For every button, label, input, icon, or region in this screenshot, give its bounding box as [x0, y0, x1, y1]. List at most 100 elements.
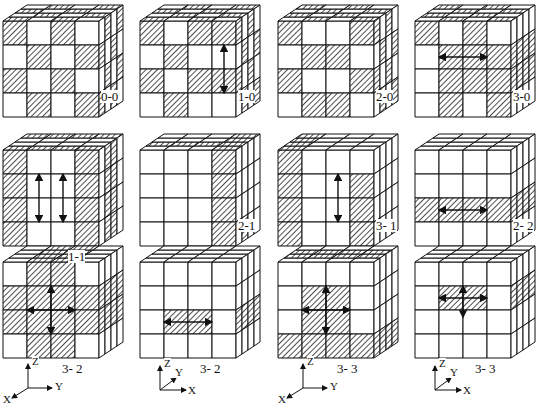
cube-cell	[75, 150, 99, 174]
cube-cell	[75, 262, 99, 286]
axis-label: Z	[164, 358, 171, 369]
cube-cell	[517, 61, 523, 89]
cube-cell	[523, 322, 529, 350]
cube-cell	[254, 53, 260, 81]
cube-cell	[487, 93, 511, 117]
cube-cell	[529, 270, 535, 298]
cube-figure	[278, 5, 398, 117]
cube-cell	[140, 93, 164, 117]
cube-cell	[386, 186, 392, 214]
cube-cell	[212, 222, 236, 246]
cube-cell	[392, 29, 398, 57]
cube-cell	[27, 310, 51, 334]
figure-number: 2-1	[238, 219, 255, 232]
cube-cell	[164, 93, 188, 117]
cube-cell	[188, 69, 212, 93]
cube-cell	[111, 57, 117, 85]
cube-cell	[380, 13, 386, 41]
cube-cell	[511, 194, 517, 222]
cube-cell	[529, 5, 535, 33]
cube-cell	[529, 182, 535, 210]
cube-cell	[27, 93, 51, 117]
cube-cell	[487, 174, 511, 198]
cube-cell	[374, 330, 380, 358]
cube-cell	[350, 198, 374, 222]
cube-cell	[278, 150, 302, 174]
cube-cell	[374, 146, 380, 174]
cube-cell	[3, 93, 27, 117]
cube-cell	[326, 334, 350, 358]
cube-cell	[212, 310, 236, 334]
cube-cell	[248, 186, 254, 214]
axis-label: X	[3, 394, 11, 405]
cube-cell	[326, 310, 350, 334]
axis-label: X	[463, 385, 471, 396]
cube-cell	[386, 274, 392, 302]
cube-cell	[242, 37, 248, 65]
cube-cell	[392, 182, 398, 210]
cube-cell	[117, 53, 123, 81]
cube-cell	[248, 162, 254, 190]
figure-number: 3- 2	[62, 362, 83, 375]
cube-cell	[463, 334, 487, 358]
cube-cell	[236, 65, 242, 93]
cube-cell	[242, 13, 248, 41]
cube-cell	[380, 61, 386, 89]
cube-cell	[99, 330, 105, 358]
cube-cell	[302, 286, 326, 310]
cube-cell	[463, 310, 487, 334]
cube-cell	[415, 310, 439, 334]
cube-cell	[140, 198, 164, 222]
cube-cell	[111, 186, 117, 214]
cube-cell	[350, 174, 374, 198]
rotation-arrow	[62, 174, 63, 222]
cube-cell	[278, 93, 302, 117]
cube-cell	[248, 138, 254, 166]
cube-cell	[392, 53, 398, 81]
cube-cell	[27, 286, 51, 310]
cube-figure	[415, 134, 535, 246]
cube-cell	[439, 334, 463, 358]
cube-cell	[511, 17, 517, 45]
rotation-arrow	[223, 45, 224, 93]
rotation-arrow	[38, 174, 39, 222]
cube-cell	[111, 9, 117, 37]
cube-cell	[111, 210, 117, 238]
cube-cell	[326, 262, 350, 286]
cube-cell	[380, 254, 386, 282]
cube-cell	[380, 278, 386, 306]
cube-cell	[374, 258, 380, 286]
cube-cell	[386, 138, 392, 166]
cube-cell	[439, 174, 463, 198]
cube-cell	[487, 150, 511, 174]
cube-cell	[326, 93, 350, 117]
cube-cell	[51, 150, 75, 174]
cube-cell	[140, 310, 164, 334]
cube-cell	[487, 198, 511, 222]
cube-cell	[386, 33, 392, 61]
cube-cell	[374, 41, 380, 69]
cube-cell	[75, 222, 99, 246]
cube-cell	[350, 69, 374, 93]
cube-cell	[523, 33, 529, 61]
cube-cell	[350, 286, 374, 310]
cube-cell	[140, 150, 164, 174]
cube-cell	[517, 142, 523, 170]
cube-cell	[529, 294, 535, 322]
cube-cell	[140, 286, 164, 310]
cube-cell	[350, 262, 374, 286]
cube-cell	[105, 302, 111, 330]
cube-cell	[302, 310, 326, 334]
figure-number: 0-0	[101, 90, 118, 103]
cube-cell	[117, 134, 123, 162]
cube-cell	[105, 13, 111, 41]
cube-cell	[278, 198, 302, 222]
axis-label: Z	[439, 358, 446, 369]
cube-figure	[3, 134, 123, 246]
cube-cell	[140, 45, 164, 69]
cube-cell	[523, 250, 529, 278]
cube-cell	[374, 65, 380, 93]
cube-cell	[523, 274, 529, 302]
cube-cell	[27, 262, 51, 286]
cube-figure	[278, 246, 398, 358]
